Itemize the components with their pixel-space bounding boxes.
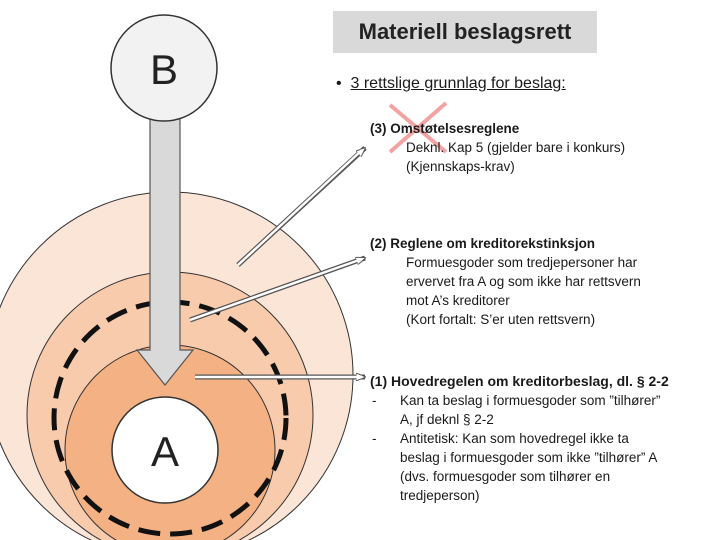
item-3-line: Deknl. Kap 5 (gjelder bare i konkurs) (406, 140, 626, 155)
item-1-bullet-text: A, jf deknl § 2-2 (400, 412, 494, 427)
item-1-bullet: - Antitetisk: Kan som hovedregel ikke ta (370, 429, 669, 448)
item-2-line: (Kort fortalt: S’er uten rettsvern) (406, 312, 596, 327)
item-2-heading: (2) Reglene om kreditorekstinksjon (370, 236, 596, 251)
item-1-bullet: - Kan ta beslag i formuesgoder som ”tilh… (370, 391, 669, 410)
circle-b-label: B (150, 46, 178, 93)
item-3-line: (Kjennskaps-krav) (406, 159, 515, 174)
dash-marker: - (372, 431, 377, 446)
main-bullet: • 3 rettslige grunnlag for beslag: (336, 75, 566, 93)
item-1-bullet-text: (dvs. formuesgoder som tilhører en (400, 469, 611, 484)
item-2-kreditorekstinksjon: (2) Reglene om kreditorekstinksjon Formu… (370, 234, 641, 329)
item-1-bullet-text: Antitetisk: Kan som hovedregel ikke ta (400, 431, 629, 446)
item-1-heading: (1) Hovedregelen om kreditorbeslag, dl. … (370, 373, 669, 389)
item-1-bullet-text: beslag i formuesgoder som ikke ”tilhører… (400, 450, 658, 465)
bullet-dot: • (336, 75, 342, 92)
slide-title: Materiell beslagsrett (333, 11, 597, 53)
item-2-line: Formuesgoder som tredjepersoner har (406, 255, 638, 270)
item-1-hovedregel: (1) Hovedregelen om kreditorbeslag, dl. … (370, 372, 669, 505)
item-3-omstotelse: (3) Omstøtelsesreglene Deknl. Kap 5 (gje… (370, 119, 625, 176)
circle-b (110, 14, 218, 122)
dash-marker: - (372, 393, 377, 408)
item-1-bullet-text: Kan ta beslag i formuesgoder som ”tilhør… (400, 393, 661, 408)
circle-a (111, 396, 219, 504)
item-2-line: ervervet fra A og som ikke har rettsvern (406, 274, 641, 289)
item-3-heading: (3) Omstøtelsesreglene (370, 121, 520, 136)
circle-a-label: A (151, 428, 179, 475)
big-down-arrow (135, 117, 195, 386)
bullet-text: 3 rettslige grunnlag for beslag: (350, 75, 566, 92)
item-1-bullet-text: tredjeperson) (400, 488, 480, 503)
item-2-line: mot A’s kreditorer (406, 293, 510, 308)
cross-stroke-2 (388, 101, 448, 154)
